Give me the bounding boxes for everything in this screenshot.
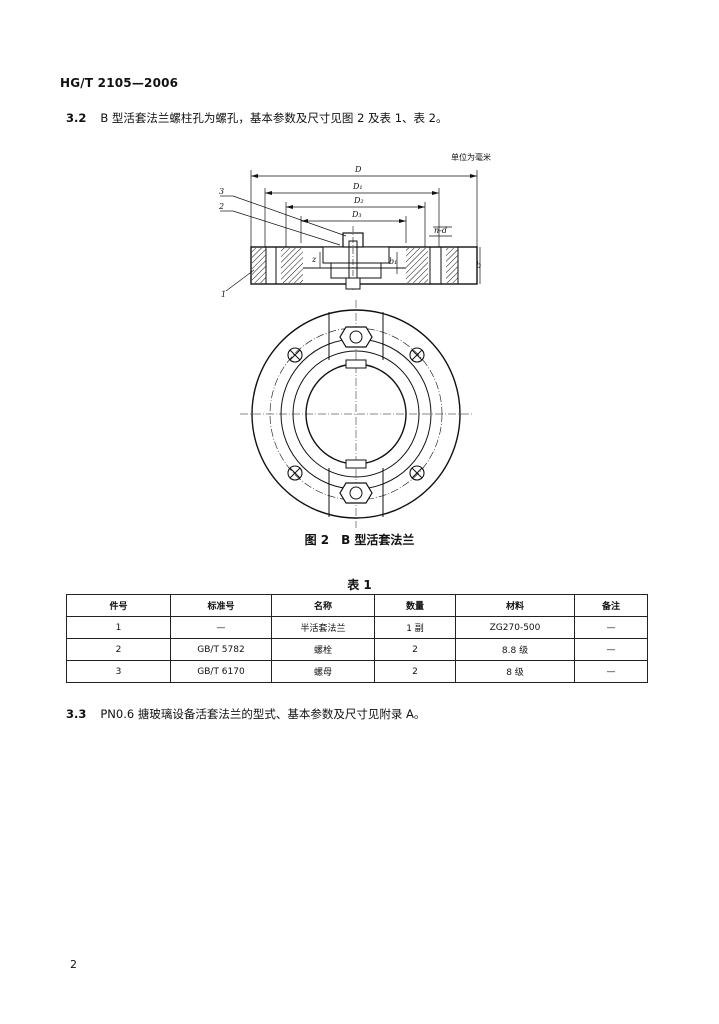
section-view: [220, 170, 481, 292]
table-caption: 表 1: [347, 578, 372, 592]
table-cell: 螺栓: [271, 638, 375, 661]
table-row: 1 — 半活套法兰 1 副 ZG270-500 —: [66, 616, 648, 639]
dimension-lines: [250, 170, 481, 284]
table-cell: —: [574, 638, 648, 661]
leader-label-3: 3: [219, 187, 224, 196]
dim-D3: D₃: [351, 210, 362, 219]
paragraph-text: B 型活套法兰螺柱孔为螺孔，基本参数及尺寸见图 2 及表 1、表 2。: [100, 111, 448, 125]
col-header: 备注: [574, 594, 648, 617]
parts-table: 件号 标准号 名称 数量 材料 备注 1 — 半活套法兰 1 副 ZG270-5…: [66, 594, 648, 683]
section-number: 3.2: [66, 111, 87, 125]
paragraph-3-3: 3.3 PN0.6 搪玻璃设备活套法兰的型式、基本参数及尺寸见附录 A。: [66, 706, 425, 722]
col-header: 件号: [66, 594, 171, 617]
table-cell: 半活套法兰: [271, 616, 375, 639]
dim-b1: b₁: [389, 257, 397, 266]
dim-D1: D₁: [352, 182, 363, 191]
standard-code-header: HG/T 2105—2006: [60, 76, 179, 90]
dimension-labels: D D₁ D₂ D₃ n-d b b₁ z 3 2 1: [218, 165, 481, 299]
table-cell: —: [574, 616, 648, 639]
leader-lines: [220, 195, 452, 292]
table-cell: —: [170, 616, 272, 639]
dim-nd: n-d: [434, 226, 447, 235]
dim-D: D: [354, 165, 362, 174]
col-header: 名称: [271, 594, 375, 617]
leader-label-2: 2: [218, 202, 224, 211]
table-cell: 1: [66, 616, 171, 639]
table-cell: 2: [374, 660, 456, 683]
dim-b: b: [476, 261, 481, 270]
table-cell: ZG270-500: [455, 616, 575, 639]
table-cell: —: [574, 660, 648, 683]
table-header-row: 件号 标准号 名称 数量 材料 备注: [66, 594, 648, 617]
dim-z: z: [311, 255, 317, 264]
col-header: 标准号: [170, 594, 272, 617]
table-cell: GB/T 5782: [170, 638, 272, 661]
paragraph-3-2: 3.2 B 型活套法兰螺柱孔为螺孔，基本参数及尺寸见图 2 及表 1、表 2。: [66, 110, 448, 126]
section-number: 3.3: [66, 707, 87, 721]
dim-D2: D₂: [353, 196, 364, 205]
table-cell: GB/T 6170: [170, 660, 272, 683]
col-header: 材料: [455, 594, 575, 617]
col-header: 数量: [374, 594, 456, 617]
table-row: 2 GB/T 5782 螺栓 2 8.8 级 —: [66, 638, 648, 661]
table-cell: 8.8 级: [455, 638, 575, 661]
table-cell: 2: [374, 638, 456, 661]
page-number: 2: [70, 958, 77, 971]
arrowheads: [251, 174, 477, 223]
table-cell: 8 级: [455, 660, 575, 683]
table-cell: 2: [66, 638, 171, 661]
figure-caption: 图 2 B 型活套法兰: [304, 533, 415, 547]
table-cell: 3: [66, 660, 171, 683]
table-cell: 1 副: [374, 616, 456, 639]
leader-label-1: 1: [221, 290, 226, 299]
plan-view: [240, 300, 472, 528]
paragraph-text: PN0.6 搪玻璃设备活套法兰的型式、基本参数及尺寸见附录 A。: [100, 707, 426, 721]
table-row: 3 GB/T 6170 螺母 2 8 级 —: [66, 660, 648, 683]
table-cell: 螺母: [271, 660, 375, 683]
unit-note: 单位为毫米: [451, 153, 491, 162]
